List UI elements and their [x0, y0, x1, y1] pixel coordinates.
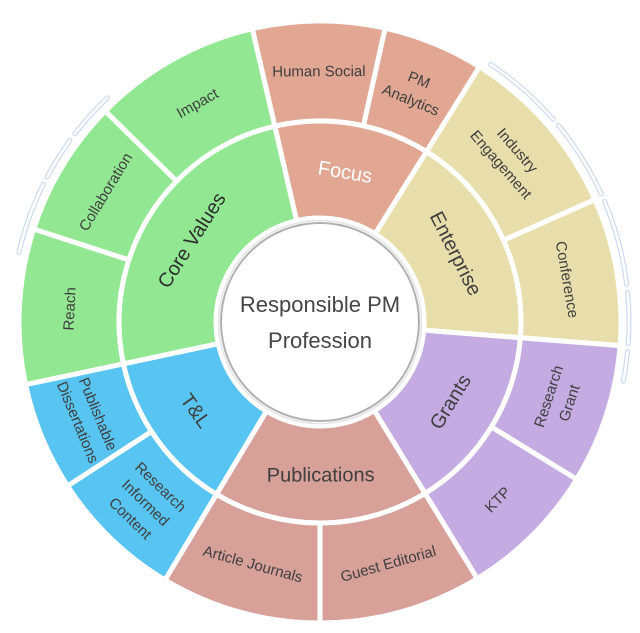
- decor-arcs-layer: [16, 61, 632, 384]
- decor-arc-core: [557, 124, 603, 196]
- decor-arc-core: [73, 96, 109, 136]
- center-circle-halo: [217, 219, 423, 425]
- segment-impact[interactable]: [102, 26, 278, 184]
- decor-arc-core: [17, 182, 45, 254]
- decor-arc-core: [45, 139, 72, 179]
- label-publications: Publications: [267, 464, 375, 486]
- decor-arc-core: [603, 199, 628, 286]
- label-research-informed-content: ResearchInformedContent: [101, 459, 189, 547]
- decor-arc-core: [489, 63, 555, 121]
- decor-arc-core: [622, 350, 629, 383]
- label-reach: Reach: [60, 287, 79, 331]
- decor-arc-core: [626, 291, 631, 345]
- label-human-social: Human Social: [272, 63, 365, 80]
- segments-layer: [16, 18, 624, 626]
- center-circle: [220, 222, 420, 422]
